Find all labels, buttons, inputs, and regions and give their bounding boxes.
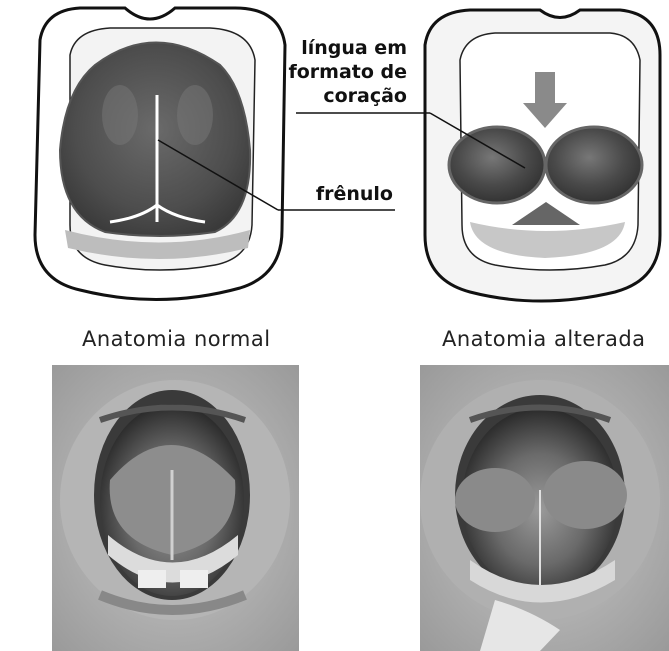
tongue-shape-label-line2: formato de (257, 60, 407, 84)
tongue-left-lobe (449, 127, 545, 203)
altered-anatomy-photo (420, 365, 669, 651)
frenulum-label: frênulo (293, 182, 393, 206)
normal-anatomy-illustration (35, 8, 285, 300)
tongue-shape-label-line3: coração (257, 84, 407, 108)
tongue-shape-label: língua em formato de coração (257, 36, 407, 108)
tongue-right-lobe (546, 127, 642, 203)
tongue-shape-label-line1: língua em (257, 36, 407, 60)
altered-anatomy-caption: Anatomia alterada (442, 327, 646, 351)
normal-anatomy-caption: Anatomia normal (82, 327, 271, 351)
normal-anatomy-photo (52, 365, 299, 651)
altered-anatomy-illustration (425, 10, 660, 301)
